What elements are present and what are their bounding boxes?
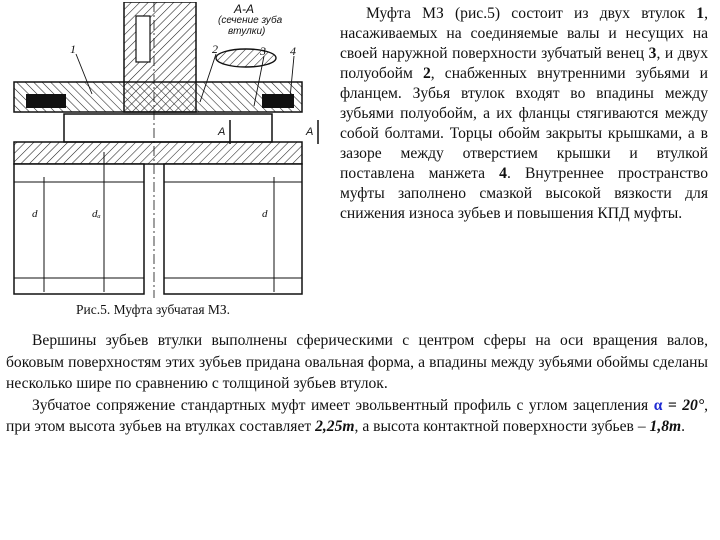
tooth-height-value: 2,25m bbox=[315, 418, 355, 435]
bold-ref: 1 bbox=[696, 5, 705, 22]
alpha-symbol: α bbox=[653, 396, 663, 414]
callout-4: 4 bbox=[290, 44, 296, 58]
coupling-drawing: А-А (сечение зуба втулки) 1 2 3 4 А А d … bbox=[4, 2, 330, 320]
seal-right bbox=[262, 94, 294, 108]
main-text: Вершины зубьев втулки выполнены сферичес… bbox=[6, 330, 708, 438]
dim-label-da: dₐ bbox=[92, 208, 101, 220]
contact-height-value: 1,8m bbox=[649, 418, 682, 435]
paragraph-description: Муфта МЗ (рис.5) состоит из двух втулок … bbox=[340, 4, 708, 224]
text-run: Зубчатое сопряжение стандартных муфт име… bbox=[32, 396, 654, 414]
dim-label-d-left: d bbox=[32, 208, 38, 220]
section-subtitle-2: втулки) bbox=[228, 26, 266, 37]
text-run: Муфта МЗ (рис.5) состоит из двух втулок bbox=[366, 5, 697, 22]
paragraph-teeth: Вершины зубьев втулки выполнены сферичес… bbox=[6, 332, 708, 392]
bold-ref: 2 bbox=[422, 65, 431, 82]
section-title: А-А bbox=[234, 2, 255, 16]
text-run: , и двух полуобойм bbox=[340, 45, 708, 82]
callout-1: 1 bbox=[70, 42, 76, 56]
callout-3: 3 bbox=[260, 44, 266, 58]
sleeve-body-lower bbox=[13, 141, 303, 165]
text-run: , а высота контактной поверхности зубьев… bbox=[354, 418, 650, 435]
text-run: , при этом высота зубьев на втулках сост… bbox=[6, 396, 708, 436]
section-subtitle-1: (сечение зуба bbox=[218, 15, 283, 26]
coupling-section-svg bbox=[13, 2, 319, 298]
text-run: . Внутреннее пространство муфты заполнен… bbox=[340, 165, 708, 222]
dim-label-d-right: d bbox=[262, 208, 268, 220]
shaft-left bbox=[13, 163, 145, 295]
text-run: , снабженных внутренними зубьями и фланц… bbox=[340, 65, 708, 182]
text-run: , насаживаемых на соединяемые валы и нес… bbox=[340, 5, 708, 62]
angle-value: = 20° bbox=[662, 396, 705, 414]
tooth-section bbox=[215, 48, 277, 68]
bold-ref: 4 bbox=[499, 165, 507, 182]
bolt-hole bbox=[135, 15, 151, 63]
section-mark-right: А bbox=[306, 126, 314, 138]
paragraph-mesh: Зубчатое сопряжение стандартных муфт име… bbox=[6, 395, 708, 438]
callout-2: 2 bbox=[212, 42, 218, 56]
shaft-right bbox=[163, 163, 303, 295]
section-mark-left: А bbox=[218, 126, 226, 138]
bold-ref: 3 bbox=[648, 45, 657, 62]
gear-crown bbox=[63, 113, 273, 143]
text-run: . bbox=[681, 418, 686, 435]
seal-left bbox=[26, 94, 66, 108]
figure-caption: Рис.5. Муфта зубчатая МЗ. bbox=[76, 302, 231, 317]
